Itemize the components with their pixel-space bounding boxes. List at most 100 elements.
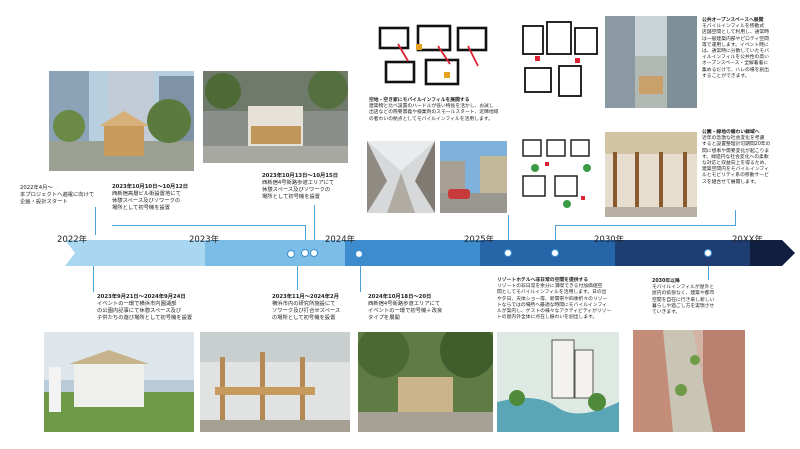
section-vacant-lots-title: 空地・空き家にモバイルインフィルを展開する <box>369 98 470 103</box>
section-disaster-title: 公園・緑地の備わい緑域へ <box>702 130 760 135</box>
section-resort-line4: トならではの場所へ最適な時間にモバイルインフィ <box>497 302 607 308</box>
timeline-segment-2023 <box>205 240 345 266</box>
connector-2022 <box>95 207 96 235</box>
marker-2023-10-10 <box>301 249 309 257</box>
marker-2025-public <box>551 249 559 257</box>
section-future: 2030年以降 モバイルインフィルが屋外と 屋内の拡張なく、建築や都市 空間を自… <box>652 279 752 316</box>
event-2023-11-line2: 横浜市内の研究所施設にて <box>272 301 336 307</box>
marker-2023-09 <box>287 250 295 258</box>
marker-2030-plus <box>704 249 712 257</box>
section-disaster-line7: ルとモビリティ系の移動サービ <box>702 173 769 179</box>
event-2022-04-line1: 2022年4月～ <box>20 185 53 191</box>
photo-sketch-bw <box>515 16 605 108</box>
connector-vacant <box>508 215 509 248</box>
section-disaster-line3: 間に想事や需要変化が起こりま <box>702 148 770 154</box>
photo-resort-rendering <box>497 332 619 432</box>
section-resort-line6: トの屋内外全体に点在し振わいを創出します。 <box>497 315 598 321</box>
marker-2025-vacant <box>504 249 512 257</box>
connector-2023-09 <box>93 262 94 292</box>
event-2024-10-18-line4: タイプを展開 <box>368 315 400 321</box>
year-label-2025: 2025年 <box>464 235 495 245</box>
section-disaster-line2: すると設置整理計可期間20年の <box>702 142 771 148</box>
section-resort-line5: ルが案内し、ゲストの様々なアクティビティがリゾー <box>497 309 612 315</box>
section-resort-title: リゾートホテルへ非日常の空間を提供する <box>497 278 589 283</box>
event-2023-10-10-line3: 休憩スペース及びソワークの <box>112 198 181 204</box>
timeline-segment-2024 <box>345 240 480 266</box>
section-future-line5: ていきます。 <box>652 310 681 316</box>
event-2024-10-18-line3: イベントの一環で初号機＋改良 <box>368 308 443 314</box>
connector-public-b <box>555 225 735 226</box>
section-future-line4: 暮らしや過ごし方を実現させ <box>652 303 715 309</box>
section-vacant-lots: 空地・空き家にモバイルインフィルを展開する 建築物と比べ設置のハードルが低い特長… <box>369 98 517 123</box>
timeline-segment-20xx <box>750 240 795 266</box>
section-disaster-line1: 近年の急激な社会変化を考慮 <box>702 136 765 142</box>
section-public-open-space-line6: イルインフィルを公共性の高い <box>702 55 769 61</box>
section-resort-line2: 間としてモバイルインフィルを活用します。日の出 <box>497 290 607 296</box>
timeline-bar <box>65 240 795 266</box>
section-public-open-space-line8: 集めるだけで、ハレの場を創出 <box>702 67 769 73</box>
event-2023-10-13-line4: 場所として初号機を設置 <box>262 194 321 200</box>
event-2023-10-13-line3: 休憩スペース及びソワークの <box>262 187 331 193</box>
section-public-open-space-title: 公共オープンスペースへ展開 <box>702 18 764 23</box>
section-public-open-space-line1: モバイルインフィルを移動式 <box>702 24 765 30</box>
event-2023-10-10-line2: 西新宿高層ビル街設置地にて <box>112 191 181 197</box>
event-2023-11-line4: の場所として初号機を設置 <box>272 315 336 321</box>
section-public-open-space: 公共オープンスペースへ展開 モバイルインフィルを移動式 店舗空間として利用し、通… <box>702 18 798 80</box>
photo-timber-facade <box>605 132 697 217</box>
event-2023-10-10-date: 2023年10月10日～10月12日 <box>112 184 189 190</box>
section-disaster-line6: 建築空間内をモバイルインフィ <box>702 167 769 173</box>
section-disaster-line5: な対応と収益向上を得るため、 <box>702 161 770 167</box>
connector-public-a <box>555 225 556 250</box>
section-resort-line1: リゾートの非日常を余分に満喫できる付加価値空 <box>497 284 603 290</box>
section-vacant-lots-line2: 出店などの際要需義や検業剤のスモールスタート、近隣地域 <box>369 110 499 116</box>
event-2023-09-21-date: 2023年9月21日～2024年9月24日 <box>97 294 186 300</box>
photo-shinjuku-installation <box>49 71 194 171</box>
photo-vacant-lot <box>440 141 507 213</box>
section-public-open-space-line5: は、通常時に分散していたモバ <box>702 49 770 55</box>
photo-park-event <box>44 332 194 432</box>
section-future-line3: 空間を自在に行き来し新しい <box>652 297 715 303</box>
event-2023-10-13-line2: 西新宿4号街路歩道エリアにて <box>262 180 335 186</box>
photo-research-facility <box>200 332 350 432</box>
photo-atrium <box>605 16 697 108</box>
section-public-open-space-line9: することができます。 <box>702 73 750 79</box>
event-2023-11-line3: ソワーク及び打合せスペース <box>272 308 341 314</box>
year-label-2024: 2024年 <box>325 235 356 245</box>
connector-2024-10 <box>360 262 361 292</box>
timeline-segment-2025 <box>480 240 615 266</box>
year-label-20xx: 20XX年 <box>732 235 763 245</box>
event-2023-09-21-line4: 子供たちの遊び場所として初号機を設置 <box>97 315 193 321</box>
year-label-2023: 2023年 <box>189 235 220 245</box>
section-public-open-space-line4: 等で運用します。イベント時に <box>702 42 769 48</box>
event-2023-10-10: 2023年10月10日～10月12日 西新宿高層ビル街設置地にて 休憩スペース及… <box>112 184 222 212</box>
event-2024-10-18: 2024年10月18日～20日 西新宿4号街路歩道エリアにて イベントの一環で初… <box>368 294 478 322</box>
photo-street-event <box>358 332 493 432</box>
photo-future-city <box>633 330 745 432</box>
section-future-title: 2030年以降 <box>652 279 680 284</box>
marker-2023-10-13 <box>310 249 318 257</box>
section-disaster: 公園・緑地の備わい緑域へ 近年の急激な社会変化を考慮 すると設置整理計可期間20… <box>702 130 798 186</box>
section-future-line2: 屋内の拡張なく、建築や都市 <box>652 291 715 297</box>
event-2023-10-13-date: 2023年10月13日～10月15日 <box>262 173 339 179</box>
event-2023-11-date: 2023年11月～2024年2月 <box>272 294 340 300</box>
connector-2023-10-10-v <box>305 225 306 245</box>
section-future-line1: モバイルインフィルが屋外と <box>652 285 715 291</box>
event-2022-04-line3: 企画・設計スタート <box>20 199 68 205</box>
connector-2023-10-10 <box>112 225 305 226</box>
timeline-segment-2030 <box>615 240 750 266</box>
event-2023-10-13: 2023年10月13日～10月15日 西新宿4号街路歩道エリアにて 休憩スペース… <box>262 173 367 201</box>
year-label-2022: 2022年 <box>57 235 88 245</box>
year-label-2030: 2030年 <box>594 235 625 245</box>
marker-2024-10 <box>355 250 363 258</box>
photo-sketch-small <box>515 132 605 217</box>
connector-2023-10-13 <box>314 205 315 243</box>
event-2024-10-18-date: 2024年10月18日～20日 <box>368 294 432 300</box>
section-disaster-line8: スを組合せて展開します。 <box>702 179 760 185</box>
photo-sketch-red <box>368 16 503 92</box>
connector-public-c <box>735 210 736 226</box>
event-2023-10-10-line4: 場所として初号機を設置 <box>112 205 171 211</box>
section-resort: リゾートホテルへ非日常の空間を提供する リゾートの非日常を余分に満喫できる付加価… <box>497 278 623 321</box>
section-resort-line3: や夕日、天体ショー等、新間帯や四季折々のリゾー <box>497 296 608 302</box>
section-public-open-space-line3: は一般建築内部やピロティ空間 <box>702 36 769 42</box>
event-2023-09-21: 2023年9月21日～2024年9月24日 イベントの一環で横浜市内園湖部 の公… <box>97 294 217 322</box>
